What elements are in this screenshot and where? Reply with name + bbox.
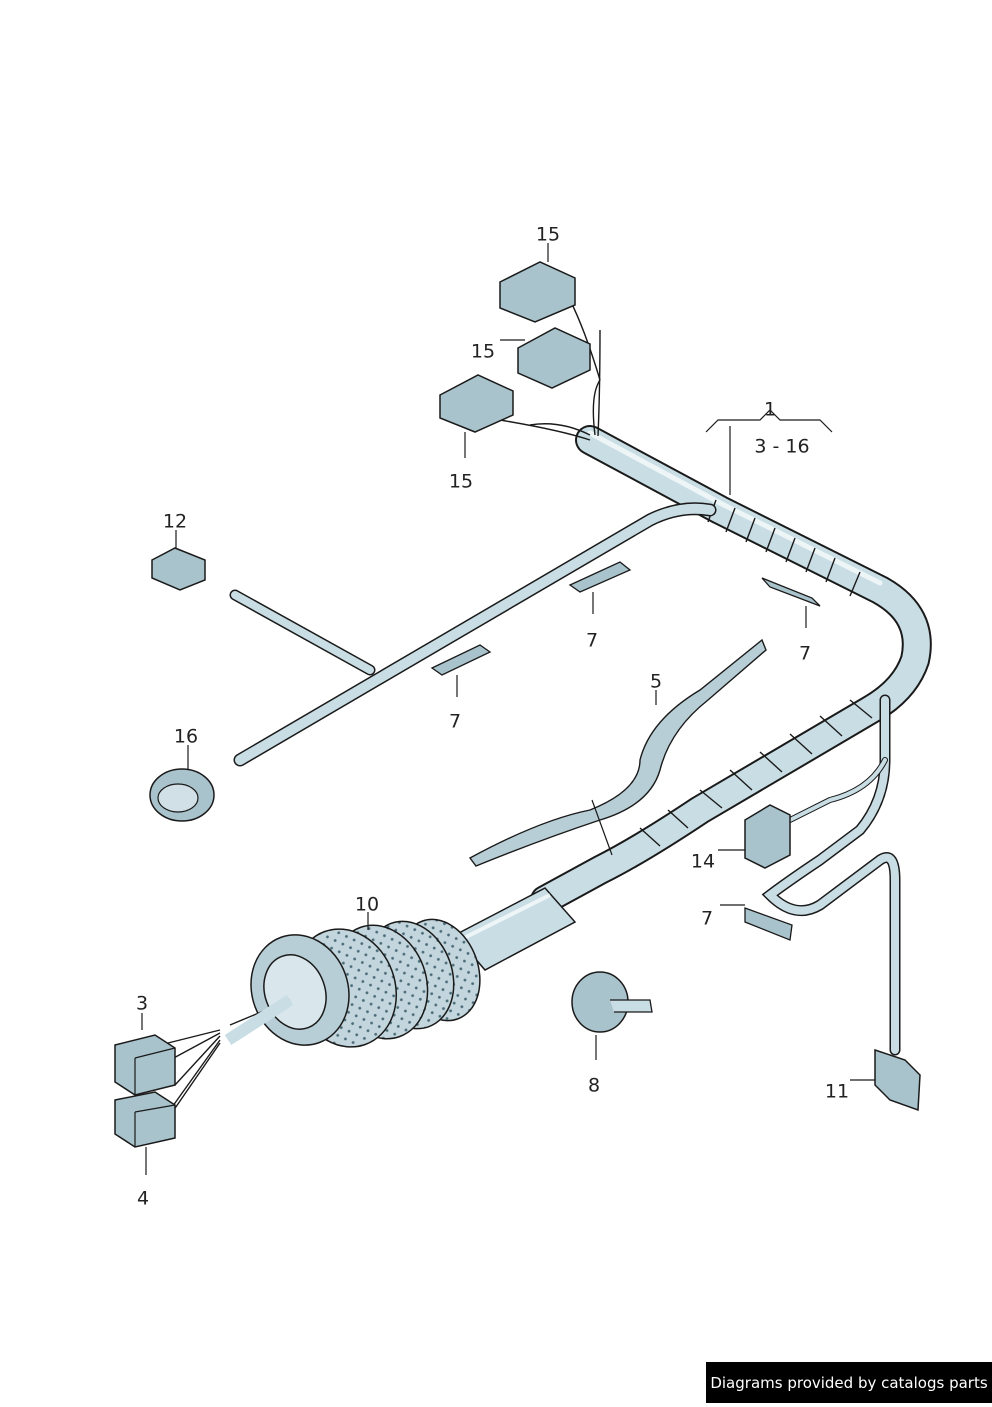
connector-15-top	[499, 261, 576, 323]
clip-7a	[430, 644, 492, 676]
callout-7-c: 7	[798, 642, 812, 665]
callout-15-mid: 15	[470, 340, 496, 363]
connector-16	[149, 768, 215, 822]
tape-wraps	[639, 499, 873, 847]
connector-14	[744, 804, 791, 869]
callout-15-left: 15	[448, 470, 474, 493]
callout-14: 14	[690, 850, 716, 873]
connector-15-mid	[517, 327, 591, 389]
branch-3-4	[159, 994, 294, 1131]
callout-10: 10	[354, 893, 380, 916]
branch-right	[761, 694, 901, 1056]
callout-11: 11	[824, 1080, 850, 1103]
leader-lines	[141, 243, 875, 1175]
callout-7-d: 7	[700, 907, 714, 930]
callout-12: 12	[162, 510, 188, 533]
clip-7d	[744, 907, 793, 941]
cap-8	[571, 971, 653, 1033]
connector-12	[151, 547, 206, 591]
connector-4	[114, 1091, 176, 1148]
callout-7-b: 7	[585, 629, 599, 652]
connector-11	[874, 1048, 921, 1112]
callout-8: 8	[587, 1074, 601, 1097]
callout-16: 16	[173, 725, 199, 748]
grommet-10	[250, 918, 481, 1048]
main-harness	[530, 425, 932, 915]
branch-left	[229, 502, 717, 767]
credit-banner: Diagrams provided by catalogs parts	[706, 1362, 992, 1403]
clip-7b	[568, 561, 632, 593]
connector-15-left	[439, 374, 514, 433]
callout-range: 3 - 16	[754, 435, 810, 458]
callout-1: 1	[763, 398, 777, 421]
connector-3	[114, 1034, 176, 1096]
callout-3: 3	[135, 992, 149, 1015]
callout-15-top: 15	[535, 223, 561, 246]
callout-7-a: 7	[448, 710, 462, 733]
callout-5: 5	[649, 670, 663, 693]
clip-7c	[761, 577, 821, 607]
strap-5	[468, 638, 767, 867]
callout-4: 4	[136, 1187, 150, 1210]
